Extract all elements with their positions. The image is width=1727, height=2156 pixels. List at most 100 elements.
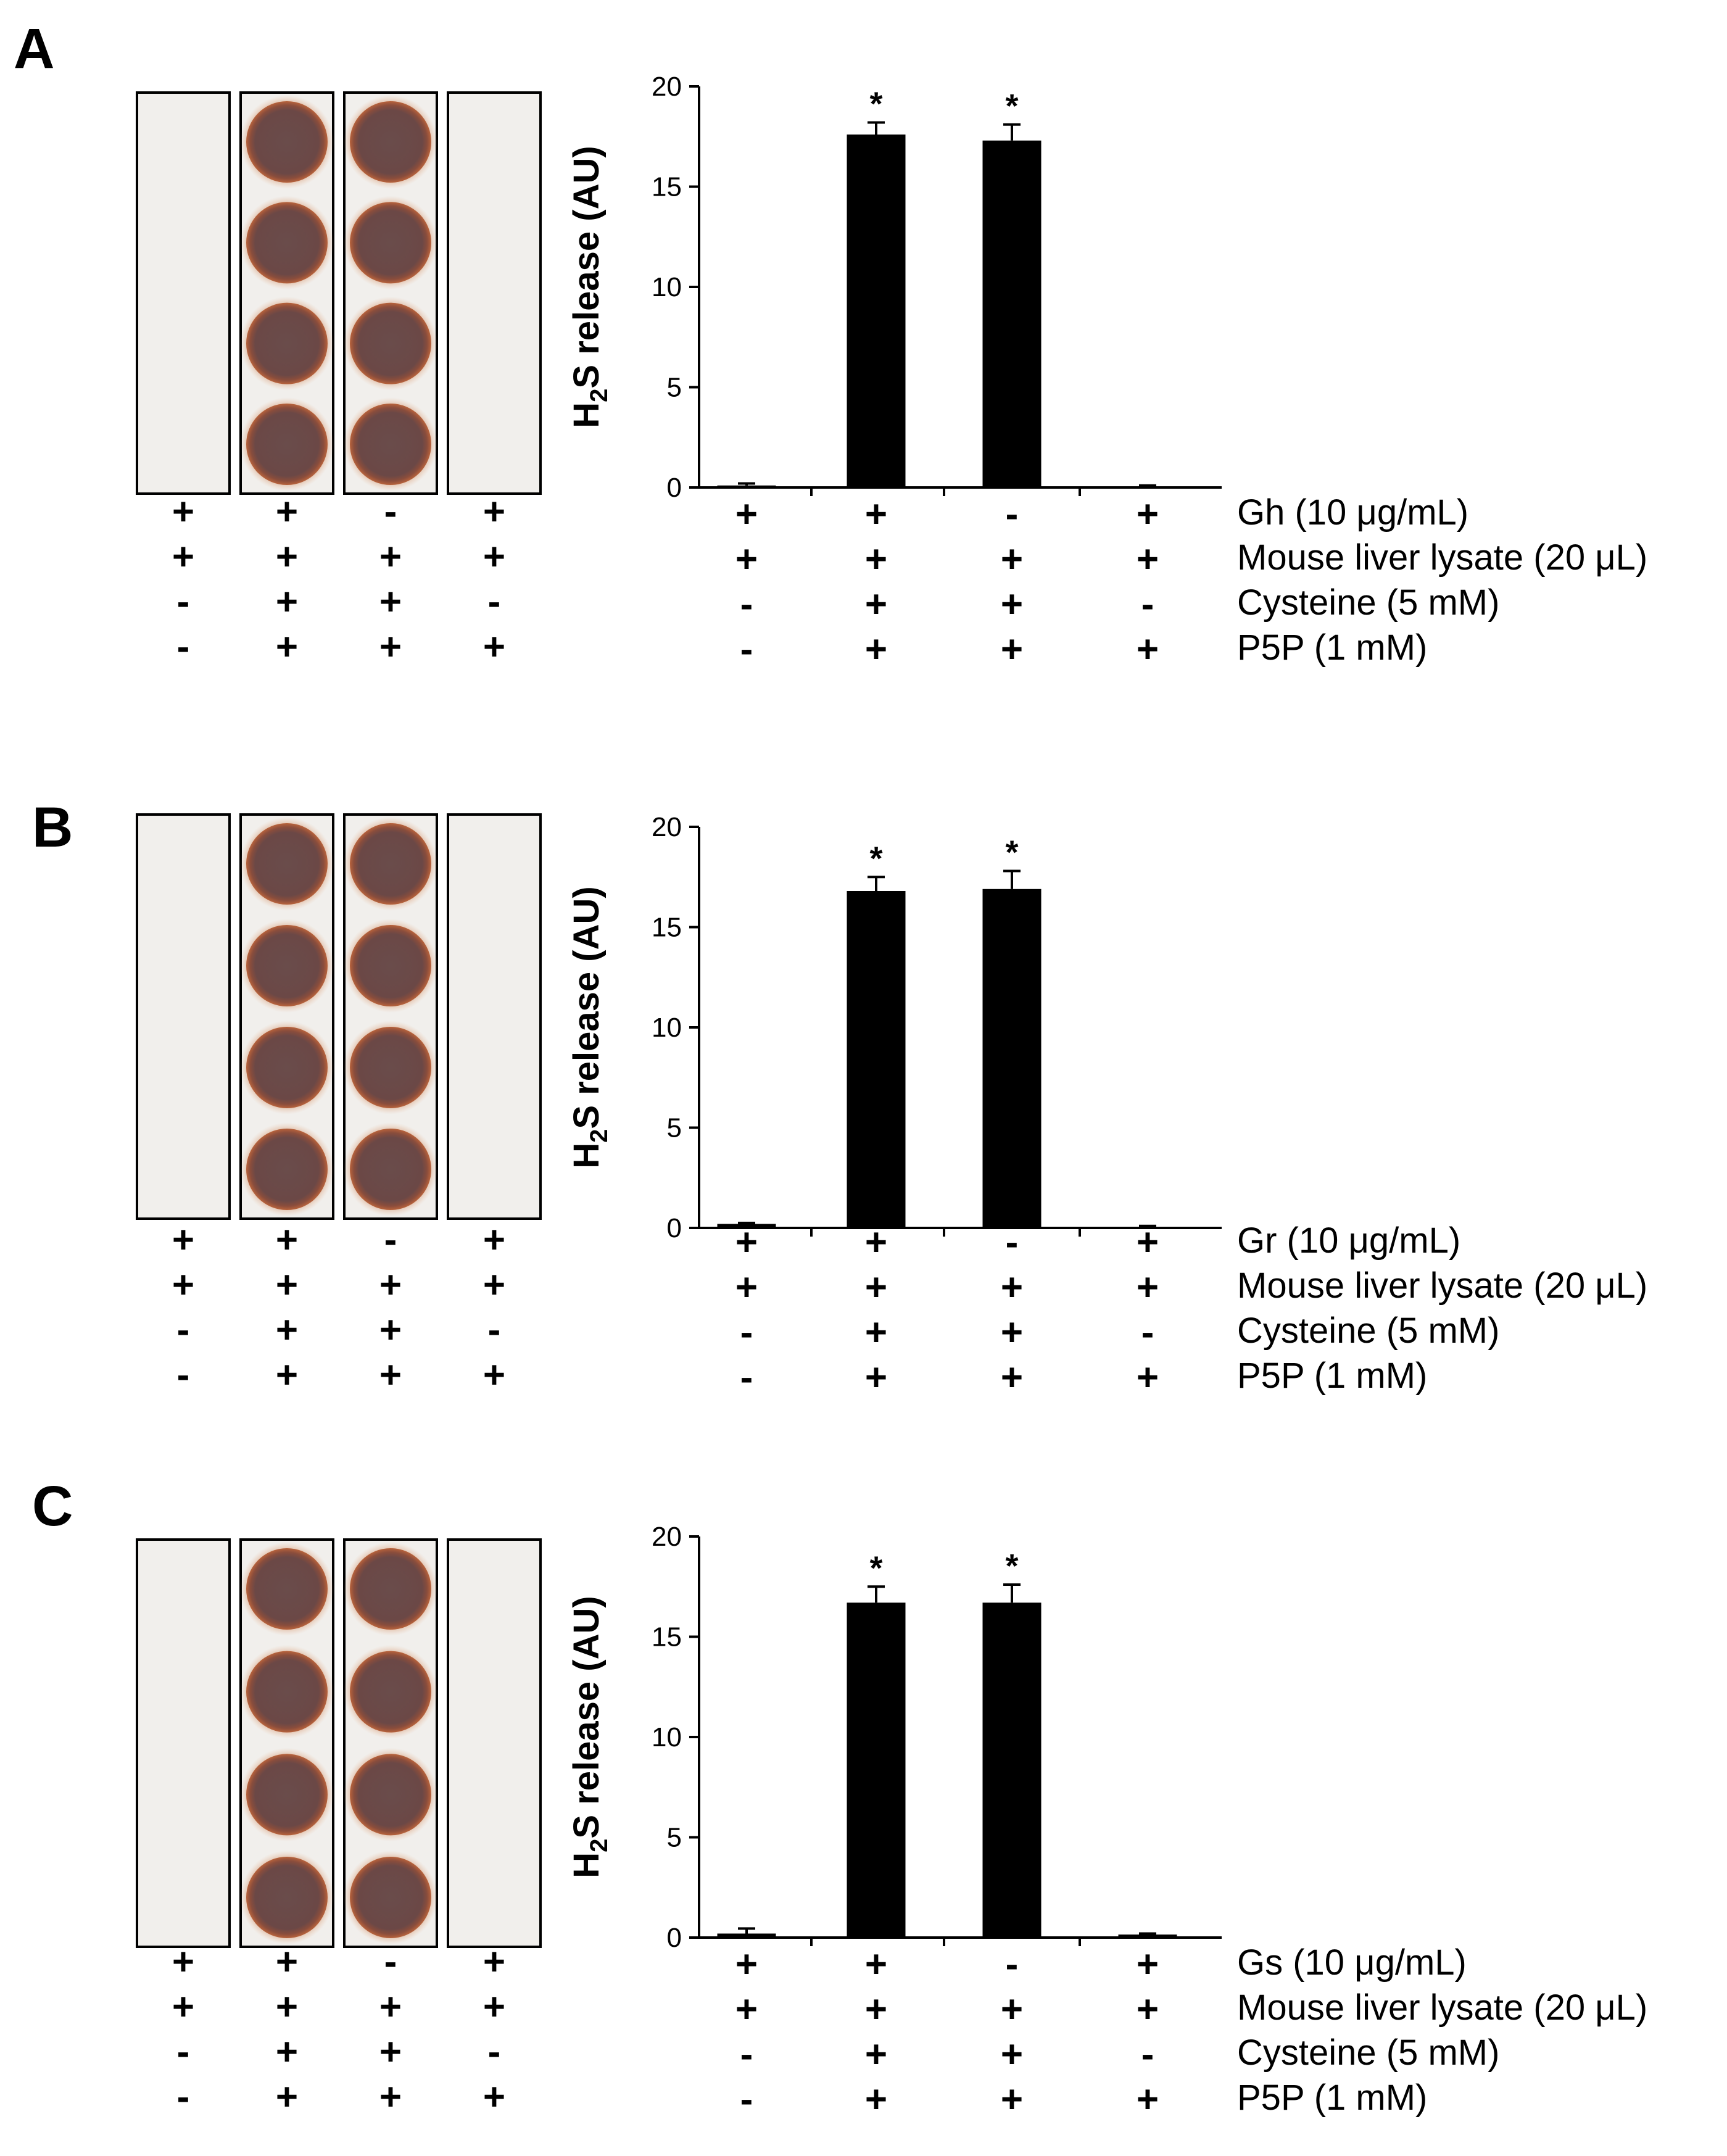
bar-sign: + bbox=[865, 1988, 887, 2031]
blot-sign: + bbox=[483, 626, 505, 668]
bar-sign: - bbox=[1141, 583, 1154, 626]
blot-sign: + bbox=[172, 1219, 194, 1261]
bar-sign: + bbox=[865, 1266, 887, 1309]
bar-group bbox=[1118, 484, 1177, 489]
blot-sign: + bbox=[276, 536, 298, 578]
condition-label: Gs (10 μg/mL) bbox=[1237, 1942, 1467, 1983]
bar-sign: + bbox=[1001, 538, 1023, 581]
bar bbox=[847, 891, 906, 1228]
lead-acetate-spot bbox=[246, 823, 328, 905]
condition-row: ++++--++Gr (10 μg/mL) bbox=[172, 1219, 1460, 1264]
y-tick-label: 0 bbox=[667, 1923, 682, 1953]
significance-marker: * bbox=[1005, 1548, 1018, 1585]
blot-strip bbox=[136, 813, 231, 1220]
condition-label: Gh (10 μg/mL) bbox=[1237, 492, 1468, 533]
significance-marker: * bbox=[1005, 88, 1018, 125]
blot-sign: + bbox=[483, 1941, 505, 1983]
blot-sign: + bbox=[483, 1354, 505, 1396]
blot-sign: + bbox=[379, 2031, 402, 2073]
blot-strip bbox=[239, 813, 334, 1220]
blot-strip bbox=[343, 813, 438, 1220]
condition-row: --++++--Cysteine (5 mM) bbox=[177, 1309, 1500, 1354]
lead-acetate-spot bbox=[350, 1027, 431, 1108]
y-tick-label: 5 bbox=[667, 373, 682, 403]
y-tick-label: 15 bbox=[652, 1622, 682, 1652]
blot-strip bbox=[343, 1538, 438, 1948]
strip-paper bbox=[136, 91, 231, 495]
y-axis-label: H2S release (AU) bbox=[566, 146, 613, 428]
y-tick-label: 0 bbox=[667, 473, 682, 503]
condition-row: --++++--Cysteine (5 mM) bbox=[177, 2031, 1500, 2076]
bar-sign: + bbox=[1001, 583, 1023, 626]
bar-sign: + bbox=[1001, 1311, 1023, 1354]
strip-paper bbox=[136, 1538, 231, 1948]
lead-acetate-spot bbox=[350, 101, 431, 183]
bar-sign: - bbox=[740, 583, 753, 626]
bar bbox=[1118, 1934, 1177, 1938]
condition-row: --++++++P5P (1 mM) bbox=[177, 1354, 1428, 1399]
blot-sign: + bbox=[276, 1309, 298, 1351]
blot-sign: - bbox=[177, 581, 190, 623]
blot-strip bbox=[136, 91, 231, 495]
blot-sign: - bbox=[384, 1219, 397, 1261]
bar-sign: + bbox=[735, 538, 758, 581]
y-tick-label: 20 bbox=[652, 1522, 682, 1552]
blot-sign: + bbox=[276, 491, 298, 533]
lead-acetate-spot bbox=[350, 925, 431, 1006]
bar-sign: + bbox=[1137, 1266, 1159, 1309]
blot-sign: + bbox=[276, 1941, 298, 1983]
blot-strip bbox=[239, 1538, 334, 1948]
bar-sign: - bbox=[1141, 2033, 1154, 2076]
blot-sign: + bbox=[483, 1986, 505, 2028]
lead-acetate-spot bbox=[350, 1129, 431, 1210]
bar-sign: + bbox=[735, 1943, 758, 1986]
y-axis-label: H2S release (AU) bbox=[566, 1596, 613, 1878]
blot-strips bbox=[136, 813, 542, 1220]
blot-sign: - bbox=[384, 1941, 397, 1983]
blot-sign: - bbox=[488, 1309, 501, 1351]
condition-label: Gr (10 μg/mL) bbox=[1237, 1221, 1460, 1261]
bar bbox=[1118, 486, 1177, 489]
blot-sign: - bbox=[177, 2076, 190, 2118]
y-tick-label: 15 bbox=[652, 172, 682, 202]
bar-sign: + bbox=[1001, 1356, 1023, 1399]
blot-sign: - bbox=[384, 491, 397, 533]
y-tick-label: 10 bbox=[652, 1722, 682, 1752]
bar-sign: + bbox=[1001, 1988, 1023, 2031]
condition-label: Mouse liver lysate (20 μL) bbox=[1237, 537, 1647, 578]
bar-sign: + bbox=[1001, 2078, 1023, 2121]
blot-strip bbox=[447, 91, 542, 495]
bar-sign: + bbox=[865, 1943, 887, 1986]
bar-group bbox=[1118, 1224, 1177, 1229]
bar-sign: - bbox=[1006, 493, 1019, 536]
blot-sign: + bbox=[172, 1941, 194, 1983]
bar-sign: + bbox=[1137, 2078, 1159, 2121]
condition-label: Mouse liver lysate (20 μL) bbox=[1237, 1266, 1647, 1306]
lead-acetate-spot bbox=[246, 302, 328, 384]
condition-label: Cysteine (5 mM) bbox=[1237, 2033, 1499, 2073]
bar bbox=[717, 1224, 776, 1228]
condition-row: --++++++P5P (1 mM) bbox=[177, 2076, 1428, 2121]
bar-sign: + bbox=[1001, 2033, 1023, 2076]
bar-sign: - bbox=[1006, 1943, 1019, 1986]
blot-strips bbox=[136, 1538, 542, 1948]
lead-acetate-spot bbox=[246, 1651, 328, 1733]
condition-label: P5P (1 mM) bbox=[1237, 1356, 1427, 1396]
bar-sign: - bbox=[740, 1311, 753, 1354]
lead-acetate-spot bbox=[246, 1027, 328, 1108]
bar-sign: + bbox=[1137, 1221, 1159, 1264]
lead-acetate-spot bbox=[246, 202, 328, 284]
lead-acetate-spot bbox=[246, 925, 328, 1006]
bar-sign: + bbox=[865, 1356, 887, 1399]
condition-row: ++++++++Mouse liver lysate (20 μL) bbox=[172, 1264, 1647, 1309]
lead-acetate-spot bbox=[350, 302, 431, 384]
bar-group bbox=[717, 482, 776, 487]
bar-sign: + bbox=[735, 493, 758, 536]
blot-strip bbox=[343, 91, 438, 495]
lead-acetate-spot bbox=[246, 101, 328, 183]
condition-row: ++++--++Gh (10 μg/mL) bbox=[172, 491, 1468, 536]
